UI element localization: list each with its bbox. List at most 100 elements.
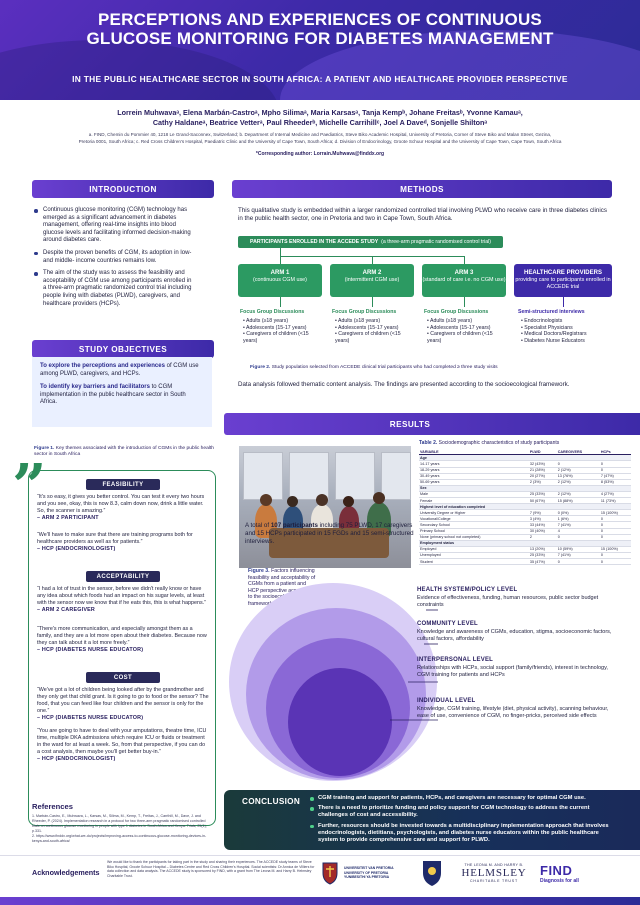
conclusion-list: CGM training and support for patients, H… [310,795,610,847]
flow-connector [563,297,564,307]
footer-bar [0,897,640,905]
fgd-title: Focus Group Discussions [240,309,305,315]
conclusion-item: There is a need to prioritize funding an… [310,805,610,819]
flow-connector [464,256,465,264]
quote-speaker: – ARM 2 PARTICIPANT [37,515,99,521]
themes-box [28,470,216,826]
table-cell: 0 [599,460,631,468]
table-cell: 30 (40%) [528,528,557,535]
level-title: COMMUNITY LEVEL [417,621,478,627]
title-line-2: GLUCOSE MONITORING FOR DIABETES MANAGEME… [86,29,554,48]
quote: “I had a lot of trust in the sensor, bef… [37,586,209,614]
section-header-results: RESULTS [389,419,431,429]
table-header-cell: HCPs [599,449,631,456]
figure1-caption: Figure 1. Key themes associated with the… [34,446,214,459]
table-cell: 15 (88%) [556,497,600,505]
fgd-item-text: Adolescents (15-17 years) [429,324,491,331]
table-cell: None (primary school not completed) [419,534,529,541]
table-cell: 0 [599,558,631,566]
results-band [224,413,640,435]
fgd-item: • Caregivers of children (<15 years) [427,331,493,345]
flow-connector [372,297,373,307]
table-cell: 15 (100%) [599,546,631,553]
photo-person-head [343,496,354,507]
table-cell: 8 (53%) [599,479,631,486]
figure3-label: Figure 3. [248,568,270,574]
arm-description: (intermittent CGM use) [344,277,400,283]
arm-2-box: ARM 2(intermittent CGM use) [330,264,414,297]
university-of-pretoria-logo: UNIVERSITEIT VAN PRETORIA UNIVERSITY OF … [344,862,408,884]
level-text: Evidence of effectiveness, funding, huma… [417,595,599,608]
table-cell: 21 (28%) [528,467,557,474]
hcp-interview-item: • Medical Doctors/Registrars [521,331,587,338]
table-cell [599,485,631,492]
table-cell: 0 (0%) [556,509,600,517]
fgd-arm-3: Focus Group Discussions • Adults (≥18 ye… [424,309,508,345]
table2-caption-text: Sociodemographic characteristics of stud… [437,440,560,446]
socioecological-svg [229,583,438,781]
objective-item: To explore the perceptions and experienc… [40,363,204,378]
arm-title: ARM 3 [454,270,474,276]
objective-text: to CGM implementation in the public heal… [40,384,186,406]
find-logo: FIND Diagnosis for all [540,858,616,888]
table-cell [556,485,600,492]
quote: “There's more communication, and especia… [37,626,209,654]
quote-speaker: – HCP (DIABETES NURSE EDUCATOR) [37,715,144,721]
participants-count: 107 participants [270,522,318,529]
conclusion-item: Further, resources should be invested to… [310,823,610,845]
poster-title: PERCEPTIONS AND EXPERIENCES OF CONTINUOU… [0,10,640,48]
fgd-item-text: Adolescents (15-17 years) [337,324,399,331]
table-cell [556,454,600,462]
table-cell: 2 (12%) [556,479,600,486]
affiliations: a. FIND, Chemin du Pommier 40, 1218 Le G… [20,131,620,145]
table-cell: 10 (59%) [556,546,600,553]
table-cell [556,503,600,511]
reference-item[interactable]: 2. https://www.finddx.org/what-we-do/pro… [32,834,207,843]
table-cell: 0 [599,552,631,559]
fgd-title: Focus Group Discussions [332,309,397,315]
introduction-item: Despite the proven benefits of CGM, its … [34,250,194,265]
cape-town-logo [412,858,452,888]
acknowledgements-title: Acknowledgements [32,868,100,877]
arm-3-box: ARM 3(standard of care i.e. no CGM use) [422,264,506,297]
table-cell [528,485,557,492]
flow-connector [280,297,281,307]
table-cell: 3 (4%) [528,515,557,523]
quote: “We'll have to make sure that there are … [37,532,209,553]
table-cell: 0 [556,534,600,541]
theme-cost: COST [86,672,160,683]
references-title: References [32,802,73,811]
table-cell: 11 (73%) [599,497,631,505]
fgd-item: • Adults (≥18 years) [335,317,381,324]
quote-mark-icon: ” [12,452,47,522]
photo-person-head [316,494,328,506]
quote: “We've got a lot of children being looke… [37,687,209,722]
table-cell [528,540,557,547]
table-cell [528,503,557,511]
hcp-interview-text: Endocrinologists [524,317,563,324]
title-line-1: PERCEPTIONS AND EXPERIENCES OF CONTINUOU… [98,10,542,29]
corresponding-author: *Corresponding author: Lorrain.Muhwava@f… [255,151,385,157]
hcp-interviews: Semi-structured interviews • Endocrinolo… [518,309,614,345]
level-text: Knowledge, CGM training, lifestyle (diet… [417,706,609,719]
table-cell: Student [419,558,529,566]
section-header-introduction: INTRODUCTION [32,180,214,198]
acknowledgements-text: We would like to thank the participants … [107,860,315,878]
hcp-interview-item: • Diabetes Nurse Educators [521,338,585,345]
figure1-label: Figure 1. [34,446,55,451]
photo-person-head [260,494,272,506]
table-cell [528,454,557,462]
references-list: 1. Marbán-Castro, E., Muhwava, L., Karsa… [32,814,212,844]
table-cell: 13 (76%) [556,473,600,480]
table-cell: Employment status [419,540,529,547]
table-header-cell: PLWD [528,449,557,456]
quote-text: “You are going to have to deal with your… [37,728,207,755]
fgd-title: Focus Group Discussions [424,309,489,315]
